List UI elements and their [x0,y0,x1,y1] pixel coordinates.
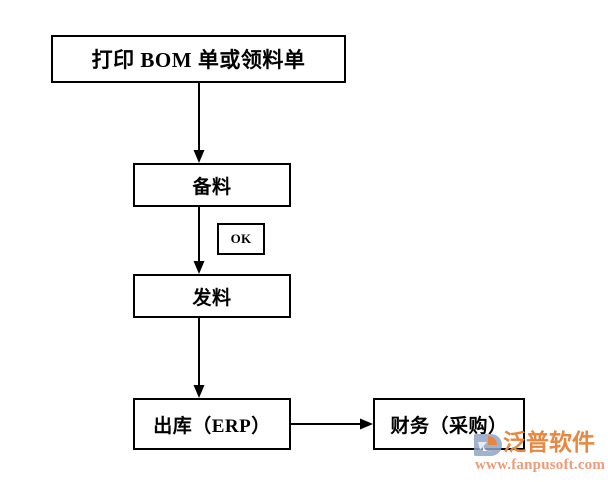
node-prepare-material[interactable]: 备料 [133,163,291,207]
connector-prepare-to-issue [189,207,209,274]
node-finance-purchase-label: 财务（采购） [390,415,508,437]
node-print-bom-label: 打印 BOM 单或领料单 [91,48,306,72]
connector-print-bom-to-prepare [189,83,209,163]
node-outbound-erp-label: 出库（ERP） [153,415,271,437]
connector-issue-to-outbound [189,318,209,398]
watermark-url: www.fanpusoft.com [475,457,606,473]
node-issue-material-label: 发料 [192,287,232,309]
connector-outbound-to-finance [291,414,373,434]
node-outbound-erp[interactable]: 出库（ERP） [133,398,291,450]
node-issue-material[interactable]: 发料 [133,274,291,318]
node-prepare-material-label: 备料 [192,176,232,198]
node-print-bom[interactable]: 打印 BOM 单或领料单 [51,35,346,83]
connector-label-ok: OK [217,223,265,255]
connector-label-ok-text: OK [230,231,252,246]
node-finance-purchase[interactable]: 财务（采购） [373,398,525,450]
